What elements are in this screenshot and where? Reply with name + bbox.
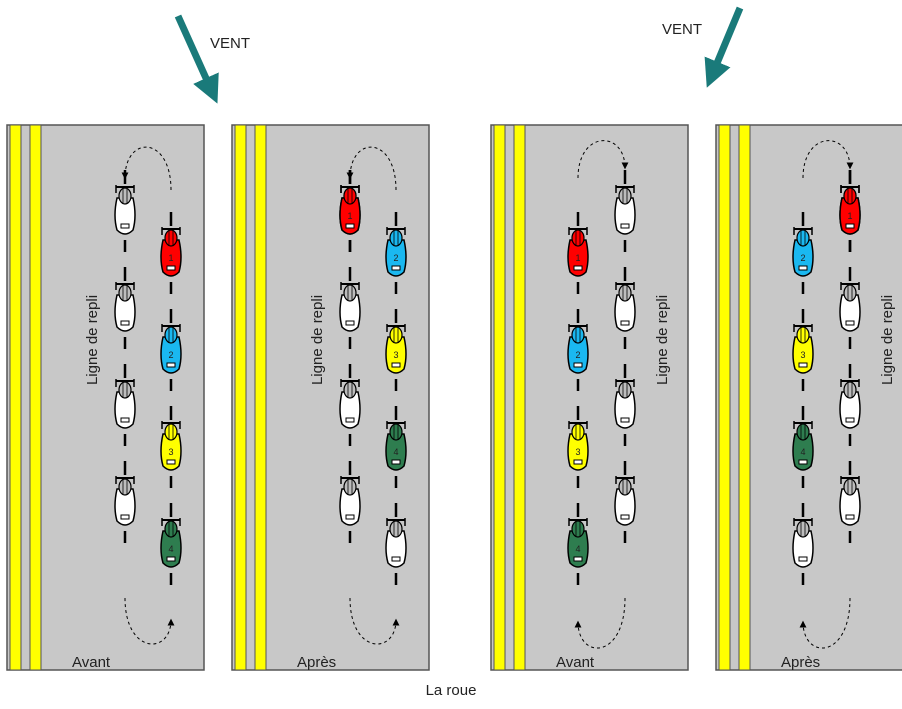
rider-plain — [614, 170, 636, 252]
rotation-arrow — [799, 597, 851, 649]
panel-label: Après — [781, 654, 820, 671]
rider-4: 4 — [792, 406, 814, 488]
rotation-arrow — [574, 597, 626, 649]
road-line — [9, 124, 22, 671]
rider-number: 2 — [168, 350, 173, 360]
rider-plain — [839, 461, 861, 543]
rotation-arrow — [577, 140, 629, 179]
road-line — [718, 124, 731, 671]
rider-number: 1 — [168, 253, 173, 263]
rider-plain — [614, 461, 636, 543]
panel-label: Avant — [556, 654, 595, 671]
rider-number: 4 — [575, 544, 580, 554]
rider-2: 2 — [385, 212, 407, 294]
rotation-arrow — [349, 597, 400, 645]
rider-number: 4 — [800, 447, 805, 457]
rider-3: 3 — [792, 309, 814, 391]
rider-number: 4 — [168, 544, 173, 554]
rider-2: 2 — [567, 309, 589, 391]
rider-plain — [339, 364, 361, 446]
rider-1: 1 — [160, 212, 182, 294]
rider-4: 4 — [385, 406, 407, 488]
rider-3: 3 — [567, 406, 589, 488]
wind-arrow-icon — [704, 6, 744, 88]
rider-number: 3 — [800, 350, 805, 360]
rider-plain — [114, 267, 136, 349]
road-line — [29, 124, 42, 671]
rider-number: 3 — [575, 447, 580, 457]
rider-plain — [792, 503, 814, 585]
rider-1: 1 — [839, 170, 861, 252]
rider-plain — [839, 267, 861, 349]
rider-plain — [339, 461, 361, 543]
rider-number: 2 — [393, 253, 398, 263]
rider-3: 3 — [385, 309, 407, 391]
road-line — [234, 124, 247, 671]
rider-3: 3 — [160, 406, 182, 488]
rider-1: 1 — [567, 212, 589, 294]
rider-number: 3 — [393, 350, 398, 360]
rider-plain — [114, 461, 136, 543]
rider-4: 4 — [567, 503, 589, 585]
rider-number: 1 — [575, 253, 580, 263]
panel-label: Avant — [72, 654, 111, 671]
rider-plain — [339, 267, 361, 349]
rider-1: 1 — [339, 170, 361, 252]
rider-number: 4 — [393, 447, 398, 457]
road-line — [513, 124, 526, 671]
road-line — [738, 124, 751, 671]
rider-plain — [839, 364, 861, 446]
retreat-line-label: Ligne de repli — [309, 295, 326, 385]
rider-2: 2 — [792, 212, 814, 294]
rider-number: 2 — [575, 350, 580, 360]
retreat-line-label: Ligne de repli — [879, 295, 896, 385]
rider-plain — [614, 364, 636, 446]
rider-number: 3 — [168, 447, 173, 457]
rider-plain — [114, 170, 136, 252]
wind-arrow-icon — [174, 14, 219, 104]
rider-4: 4 — [160, 503, 182, 585]
rotation-arrow — [802, 140, 854, 179]
rider-plain — [114, 364, 136, 446]
wind-label: VENT — [662, 21, 702, 38]
road-line — [493, 124, 506, 671]
wind-indicator-right: VENT — [662, 6, 744, 88]
rider-number: 2 — [800, 253, 805, 263]
wind-label: VENT — [210, 35, 250, 52]
figure-caption: La roue — [426, 682, 477, 699]
retreat-line-label: Ligne de repli — [84, 295, 101, 385]
rider-number: 1 — [347, 211, 352, 221]
rotation-arrow — [124, 597, 175, 645]
panel-label: Après — [297, 654, 336, 671]
rider-plain — [385, 503, 407, 585]
rider-2: 2 — [160, 309, 182, 391]
retreat-line-label: Ligne de repli — [654, 295, 671, 385]
rider-plain — [614, 267, 636, 349]
wind-indicator-left: VENT — [174, 14, 250, 104]
rider-number: 1 — [847, 211, 852, 221]
road-line — [254, 124, 267, 671]
